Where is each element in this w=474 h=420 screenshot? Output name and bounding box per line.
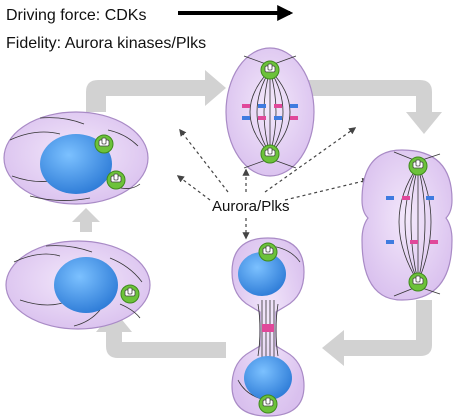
centrosome-icon xyxy=(106,170,126,190)
g1-cell xyxy=(5,240,151,330)
cell-cycle-arrow-icon xyxy=(72,70,442,366)
anaphase-cell xyxy=(361,149,453,301)
cytokinesis-cell xyxy=(231,237,305,417)
centrosome-icon xyxy=(94,134,114,154)
g2-cell xyxy=(3,111,149,205)
chromosomes xyxy=(242,104,298,120)
metaphase-cell xyxy=(225,47,315,177)
dotted-arrow-icon xyxy=(176,127,370,240)
legend: Driving force: CDKs Fidelity: Aurora kin… xyxy=(6,5,294,52)
fidelity-label: Fidelity: Aurora kinases/Plks xyxy=(6,35,206,52)
centrosome-icon xyxy=(408,156,428,176)
centrosome-icon xyxy=(120,284,140,304)
centrosome-icon xyxy=(258,394,278,414)
centrosome-icon xyxy=(260,144,280,164)
nucleus xyxy=(54,257,118,313)
nucleus xyxy=(40,134,112,194)
center-label: Aurora/Plks xyxy=(212,198,290,215)
nucleus xyxy=(244,356,292,400)
driving-force-label: Driving force: CDKs xyxy=(6,7,146,24)
centrosome-icon xyxy=(408,272,428,292)
nucleus xyxy=(238,252,286,296)
chromosomes xyxy=(386,196,438,244)
centrosome-icon xyxy=(260,60,280,80)
centrosome-icon xyxy=(258,242,278,262)
